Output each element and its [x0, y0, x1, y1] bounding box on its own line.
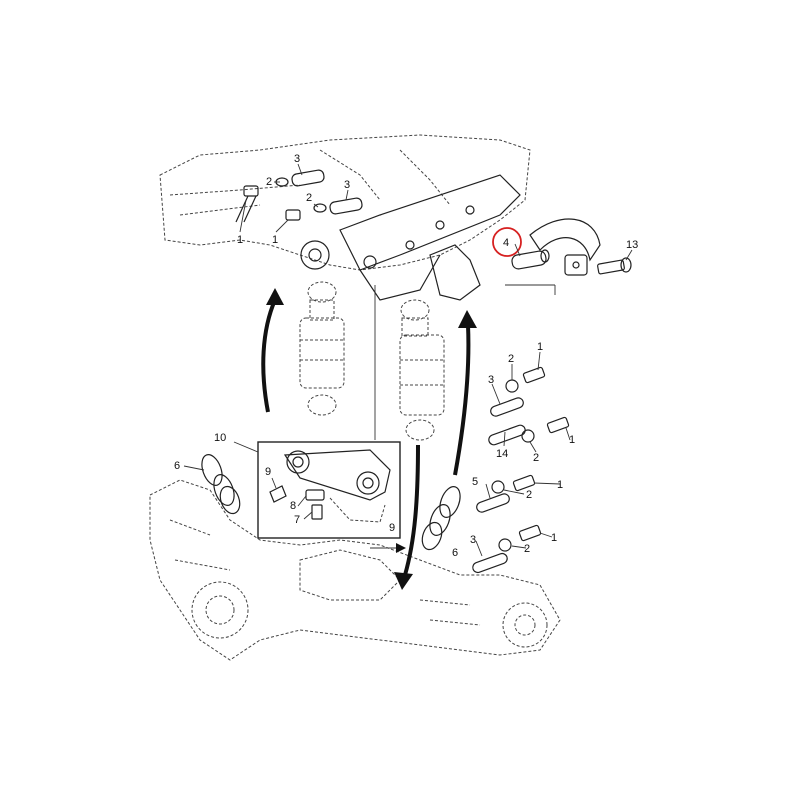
callout-labels: 1 1 2 2 3 3 4 13 10 6 9 8 7 9 2 1 3 14 2… [174, 153, 638, 559]
right-fasteners [472, 366, 570, 574]
motion-arrows [261, 288, 477, 590]
right-shock-absorber [399, 299, 445, 441]
callout-2e: 2 [526, 489, 532, 501]
callout-3a: 3 [294, 153, 300, 165]
callout-3c: 3 [488, 374, 494, 386]
callout-3d: 3 [470, 534, 476, 546]
guide-lines [374, 284, 556, 440]
callout-2d: 2 [533, 452, 539, 464]
callout-1a: 1 [237, 234, 243, 246]
callout-6a: 6 [174, 460, 180, 472]
callout-14: 14 [496, 448, 508, 460]
callout-1f: 1 [551, 532, 557, 544]
chain-left [201, 454, 241, 515]
callout-10: 10 [214, 432, 226, 444]
callout-6b: 6 [452, 547, 458, 559]
chain-right [421, 486, 461, 551]
callout-13: 13 [626, 239, 638, 251]
callout-2b: 2 [306, 192, 312, 204]
callout-1e: 1 [557, 479, 563, 491]
callout-1c: 1 [537, 341, 543, 353]
callout-9b: 9 [389, 522, 395, 534]
left-shock-absorber [299, 281, 345, 416]
callout-8: 8 [290, 500, 296, 512]
strap-bracket [511, 218, 632, 276]
highlight-circle [492, 227, 522, 257]
callout-7: 7 [294, 514, 300, 526]
inset-detail-box [257, 441, 401, 539]
callout-3b: 3 [344, 179, 350, 191]
callout-2a: 2 [266, 176, 272, 188]
callout-1b: 1 [272, 234, 278, 246]
upper-frame [159, 134, 531, 301]
callout-leaders [183, 163, 633, 557]
callout-5: 5 [472, 476, 478, 488]
lower-axle-housing [149, 479, 561, 661]
callout-2c: 2 [508, 353, 514, 365]
upper-fasteners [235, 169, 363, 223]
callout-1d: 1 [569, 434, 575, 446]
callout-4: 4 [503, 237, 509, 249]
callout-9a: 9 [265, 466, 271, 478]
callout-2f: 2 [524, 543, 530, 555]
